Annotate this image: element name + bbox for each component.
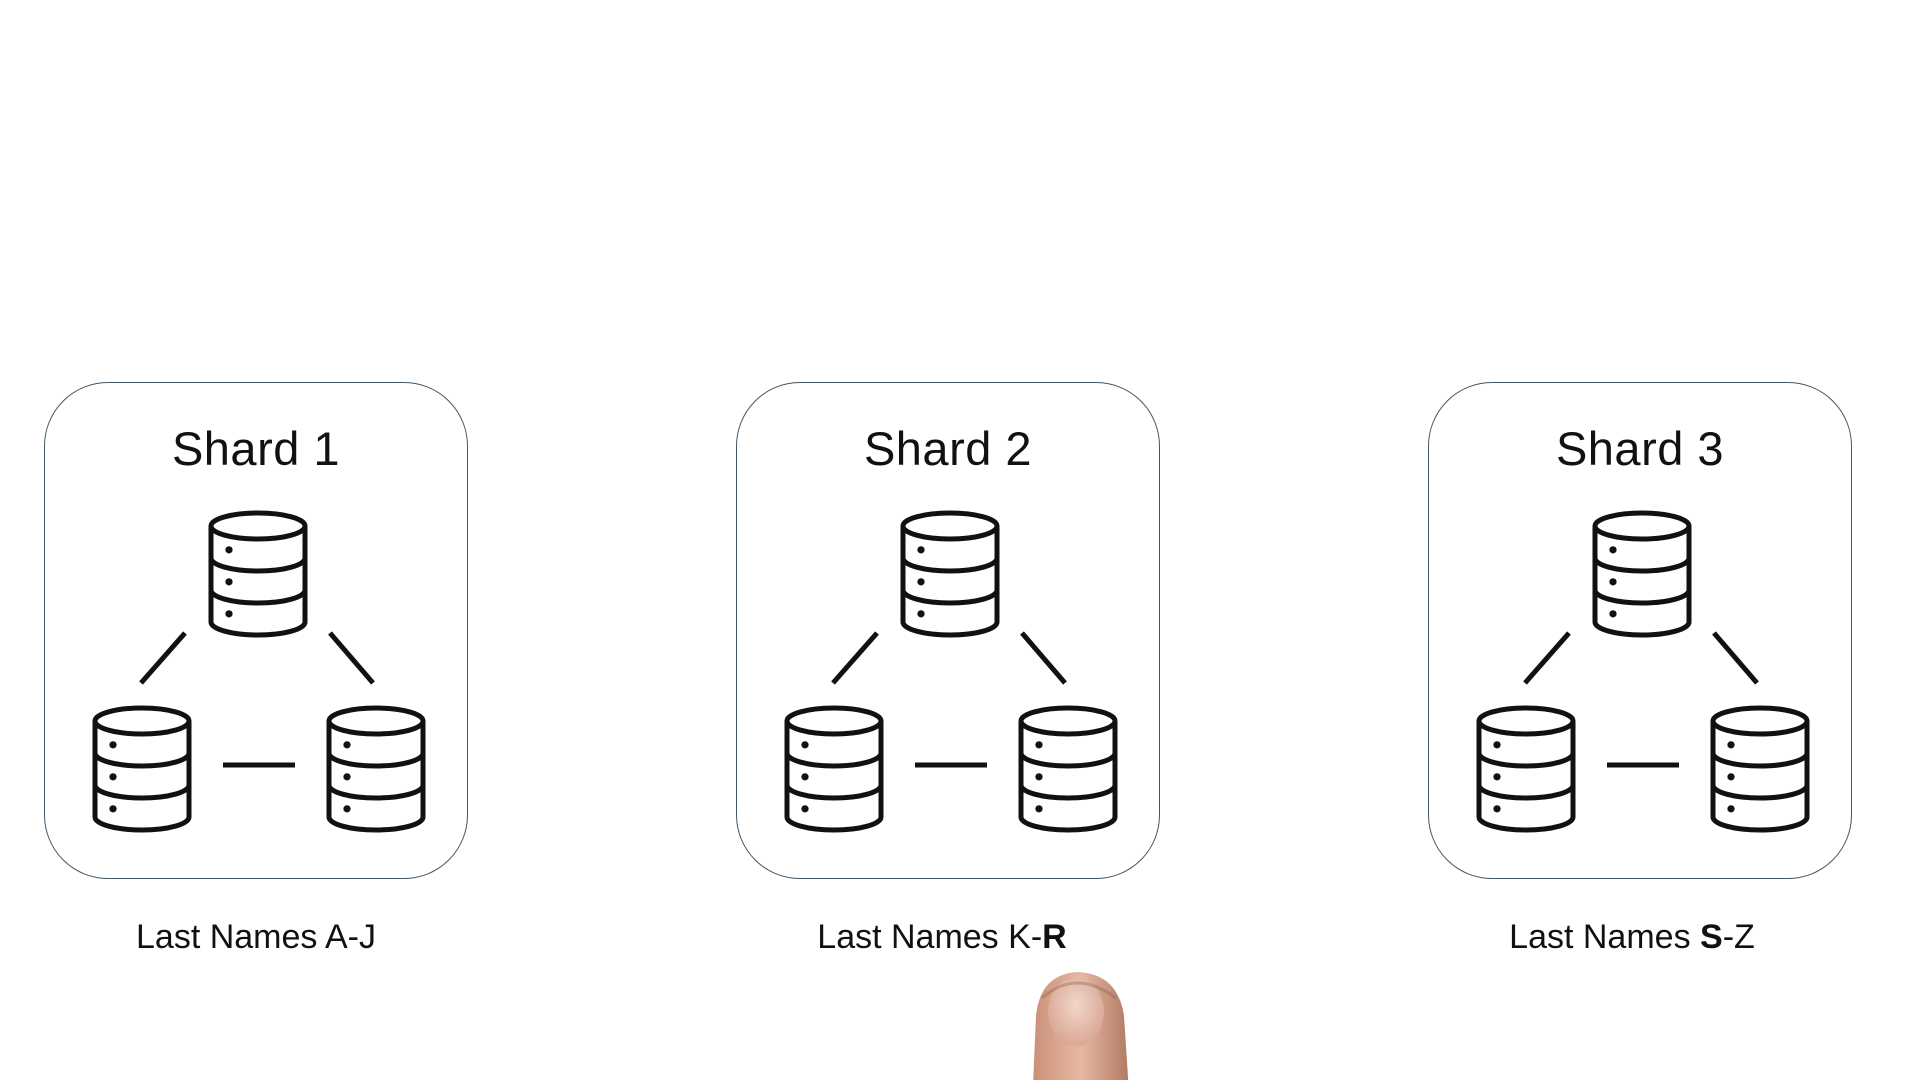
shard-3-caption: Last Names S-Z	[1392, 918, 1872, 957]
shard-3-title: Shard 3	[1555, 422, 1725, 475]
shard-3-range-end: Z	[1734, 918, 1755, 956]
shard-1-secondary-right-database-icon	[326, 705, 426, 833]
shard-1-primary-database-icon	[208, 510, 308, 638]
shard-1-caption: Last Names A-J	[16, 918, 496, 957]
shard-3-secondary-right-database-icon	[1710, 705, 1810, 833]
shard-3-box: Shard 3	[1428, 382, 1852, 879]
shard-1-connector-left	[139, 631, 187, 685]
shard-2-primary-database-icon	[900, 510, 1000, 638]
shard-2-secondary-right-database-icon	[1018, 705, 1118, 833]
shard-3-secondary-left-database-icon	[1476, 705, 1576, 833]
shard-2-replica-set	[784, 510, 1118, 833]
shard-2-caption: Last Names K-R	[702, 918, 1182, 957]
shard-3-range-start: S	[1700, 918, 1723, 956]
shard-1-secondary-left-database-icon	[92, 705, 192, 833]
shard-2-secondary-left-database-icon	[784, 705, 884, 833]
shard-2-range-end: R	[1042, 918, 1067, 956]
shard-1-caption-prefix: Last Names	[136, 918, 325, 956]
shard-1-range-sep: -	[347, 918, 359, 956]
shard-2-range-sep: -	[1030, 918, 1043, 956]
shard-3-connector-left	[1523, 631, 1571, 685]
shard-3-range-sep: -	[1722, 918, 1735, 956]
shard-1-range-start: A	[324, 918, 348, 956]
shard-2-caption-prefix: Last Names	[817, 918, 1009, 956]
shard-1-title: Shard 1	[171, 422, 341, 475]
shard-1-connector-right	[328, 631, 375, 685]
shard-1-box: Shard 1	[44, 382, 468, 879]
shard-1-range-end: J	[359, 918, 376, 956]
shard-3-primary-database-icon	[1592, 510, 1692, 638]
shard-3-caption-prefix: Last Names	[1509, 918, 1701, 956]
shard-2-range-start: K	[1008, 918, 1031, 956]
shard-3-connector-right	[1712, 631, 1759, 685]
shard-2-box: Shard 2	[736, 382, 1160, 879]
shard-2-connector-right	[1020, 631, 1067, 685]
pointing-finger-icon	[1033, 972, 1129, 1080]
shard-2-title: Shard 2	[863, 422, 1033, 475]
shard-1-replica-set	[92, 510, 426, 833]
shard-2-connector-left	[831, 631, 879, 685]
shard-3-replica-set	[1476, 510, 1810, 833]
